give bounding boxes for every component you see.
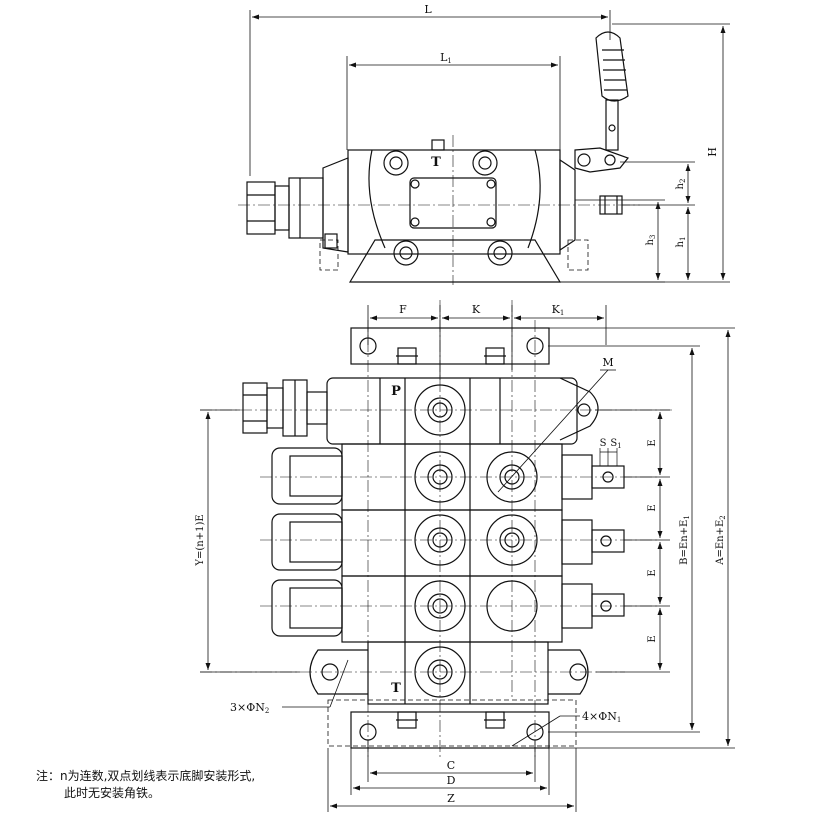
dim-F-K-K1 — [367, 305, 607, 380]
label-D: D — [447, 774, 456, 787]
port-T: T — [391, 681, 401, 696]
dim-L1 — [346, 56, 561, 150]
front-view — [200, 300, 735, 812]
label-h2: h2 — [675, 179, 687, 190]
inlet-fitting-front — [242, 379, 328, 437]
port-P: P — [391, 384, 401, 399]
label-M: M — [602, 356, 613, 369]
work-section-3 — [271, 575, 625, 643]
note-line-2: 此时无安装角铁。 — [64, 786, 161, 800]
drawing-note: 注：n为连数,双点划线表示底脚安装形式, 此时无安装角铁。 — [36, 768, 255, 802]
top-view: T — [238, 10, 730, 285]
label-E-2: E — [647, 504, 658, 511]
label-B: B=En+E1 — [679, 515, 691, 565]
dim-E-column — [595, 409, 670, 673]
label-F: F — [399, 303, 407, 316]
valve-body-side — [322, 139, 576, 255]
label-E-1: E — [647, 439, 658, 446]
callout-N2: 3×ΦN2 — [230, 701, 269, 715]
label-E-4: E — [647, 635, 658, 642]
label-L: L — [424, 3, 432, 16]
inlet-section — [326, 377, 599, 445]
leader-N1 — [511, 715, 580, 747]
label-Z: Z — [447, 792, 455, 805]
alt-foot-dashed — [319, 239, 589, 271]
centerlines-top — [238, 135, 640, 285]
dim-Y — [200, 409, 300, 673]
leader-M — [497, 369, 616, 493]
label-C: C — [447, 759, 455, 772]
top-port-mark: T — [431, 155, 441, 170]
bottom-mount-bar — [350, 711, 550, 749]
label-h1: h1 — [675, 237, 687, 248]
label-K: K — [472, 303, 481, 316]
callout-N1: 4×ΦN1 — [582, 710, 621, 724]
dim-S-S1 — [599, 448, 618, 466]
work-section-2 — [271, 509, 625, 577]
label-S1: S1 — [610, 438, 621, 450]
bottom-alt-foot-dashed — [327, 699, 577, 747]
label-h3: h3 — [645, 235, 657, 246]
outlet-section — [309, 641, 589, 705]
leader-N2 — [282, 659, 349, 708]
dim-C-D-Z — [327, 740, 577, 812]
note-line-1: 注：n为连数,双点划线表示底脚安装形式, — [36, 769, 256, 783]
dim-B — [548, 345, 700, 733]
label-E-3: E — [647, 569, 658, 576]
label-A: A=En+E2 — [715, 515, 727, 566]
lever-handle — [574, 31, 629, 215]
inlet-fitting — [246, 177, 324, 239]
dim-A — [549, 327, 735, 749]
dim-L — [249, 10, 611, 176]
label-K1: K1 — [552, 303, 565, 317]
dim-h3 — [560, 199, 665, 283]
label-L1: L1 — [440, 51, 452, 65]
top-mount-bar — [350, 327, 550, 365]
label-S: S — [600, 438, 607, 449]
label-H: H — [706, 147, 719, 157]
label-Y: Y=(n+1)E — [195, 514, 206, 566]
base-foot — [348, 239, 562, 283]
